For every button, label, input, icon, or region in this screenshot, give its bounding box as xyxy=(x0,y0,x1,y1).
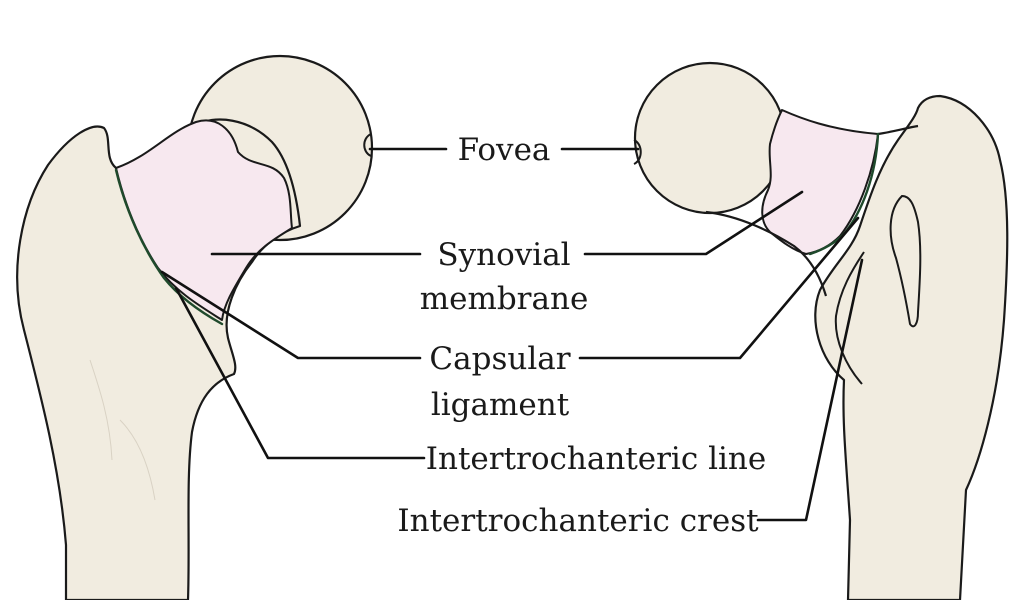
right-intertrochanteric-crest xyxy=(834,251,865,385)
left-capsular-line xyxy=(114,168,224,326)
labels: Fovea Synovial membrane Capsular ligamen… xyxy=(397,132,766,539)
right-trochanteric-fossa xyxy=(889,194,922,328)
label-synovial-line2: membrane xyxy=(420,281,589,317)
left-shaft-texture xyxy=(89,359,156,501)
left-femur xyxy=(16,54,374,600)
leader-synovial-right xyxy=(583,190,804,256)
right-femoral-head xyxy=(633,61,787,215)
label-fovea: Fovea xyxy=(458,132,551,168)
label-synovial-line1: Synovial xyxy=(437,237,570,273)
leader-intertrochanteric-crest xyxy=(756,258,864,522)
leader-capsular-left xyxy=(160,270,422,360)
label-intertrochanteric-line: Intertrochanteric line xyxy=(426,441,766,477)
leader-lines xyxy=(160,147,864,522)
leader-capsular-right xyxy=(578,216,860,360)
label-capsular-line1: Capsular xyxy=(429,341,570,377)
right-fovea-mark xyxy=(633,139,642,165)
label-capsular-line2: ligament xyxy=(431,387,570,423)
right-femur xyxy=(633,61,1009,600)
label-intertrochanteric-crest: Intertrochanteric crest xyxy=(397,503,759,539)
right-femur-shaft xyxy=(814,94,1009,600)
left-fovea-mark xyxy=(363,133,372,157)
leader-intertrochanteric-line xyxy=(174,286,426,460)
right-neck-outline xyxy=(705,124,919,297)
